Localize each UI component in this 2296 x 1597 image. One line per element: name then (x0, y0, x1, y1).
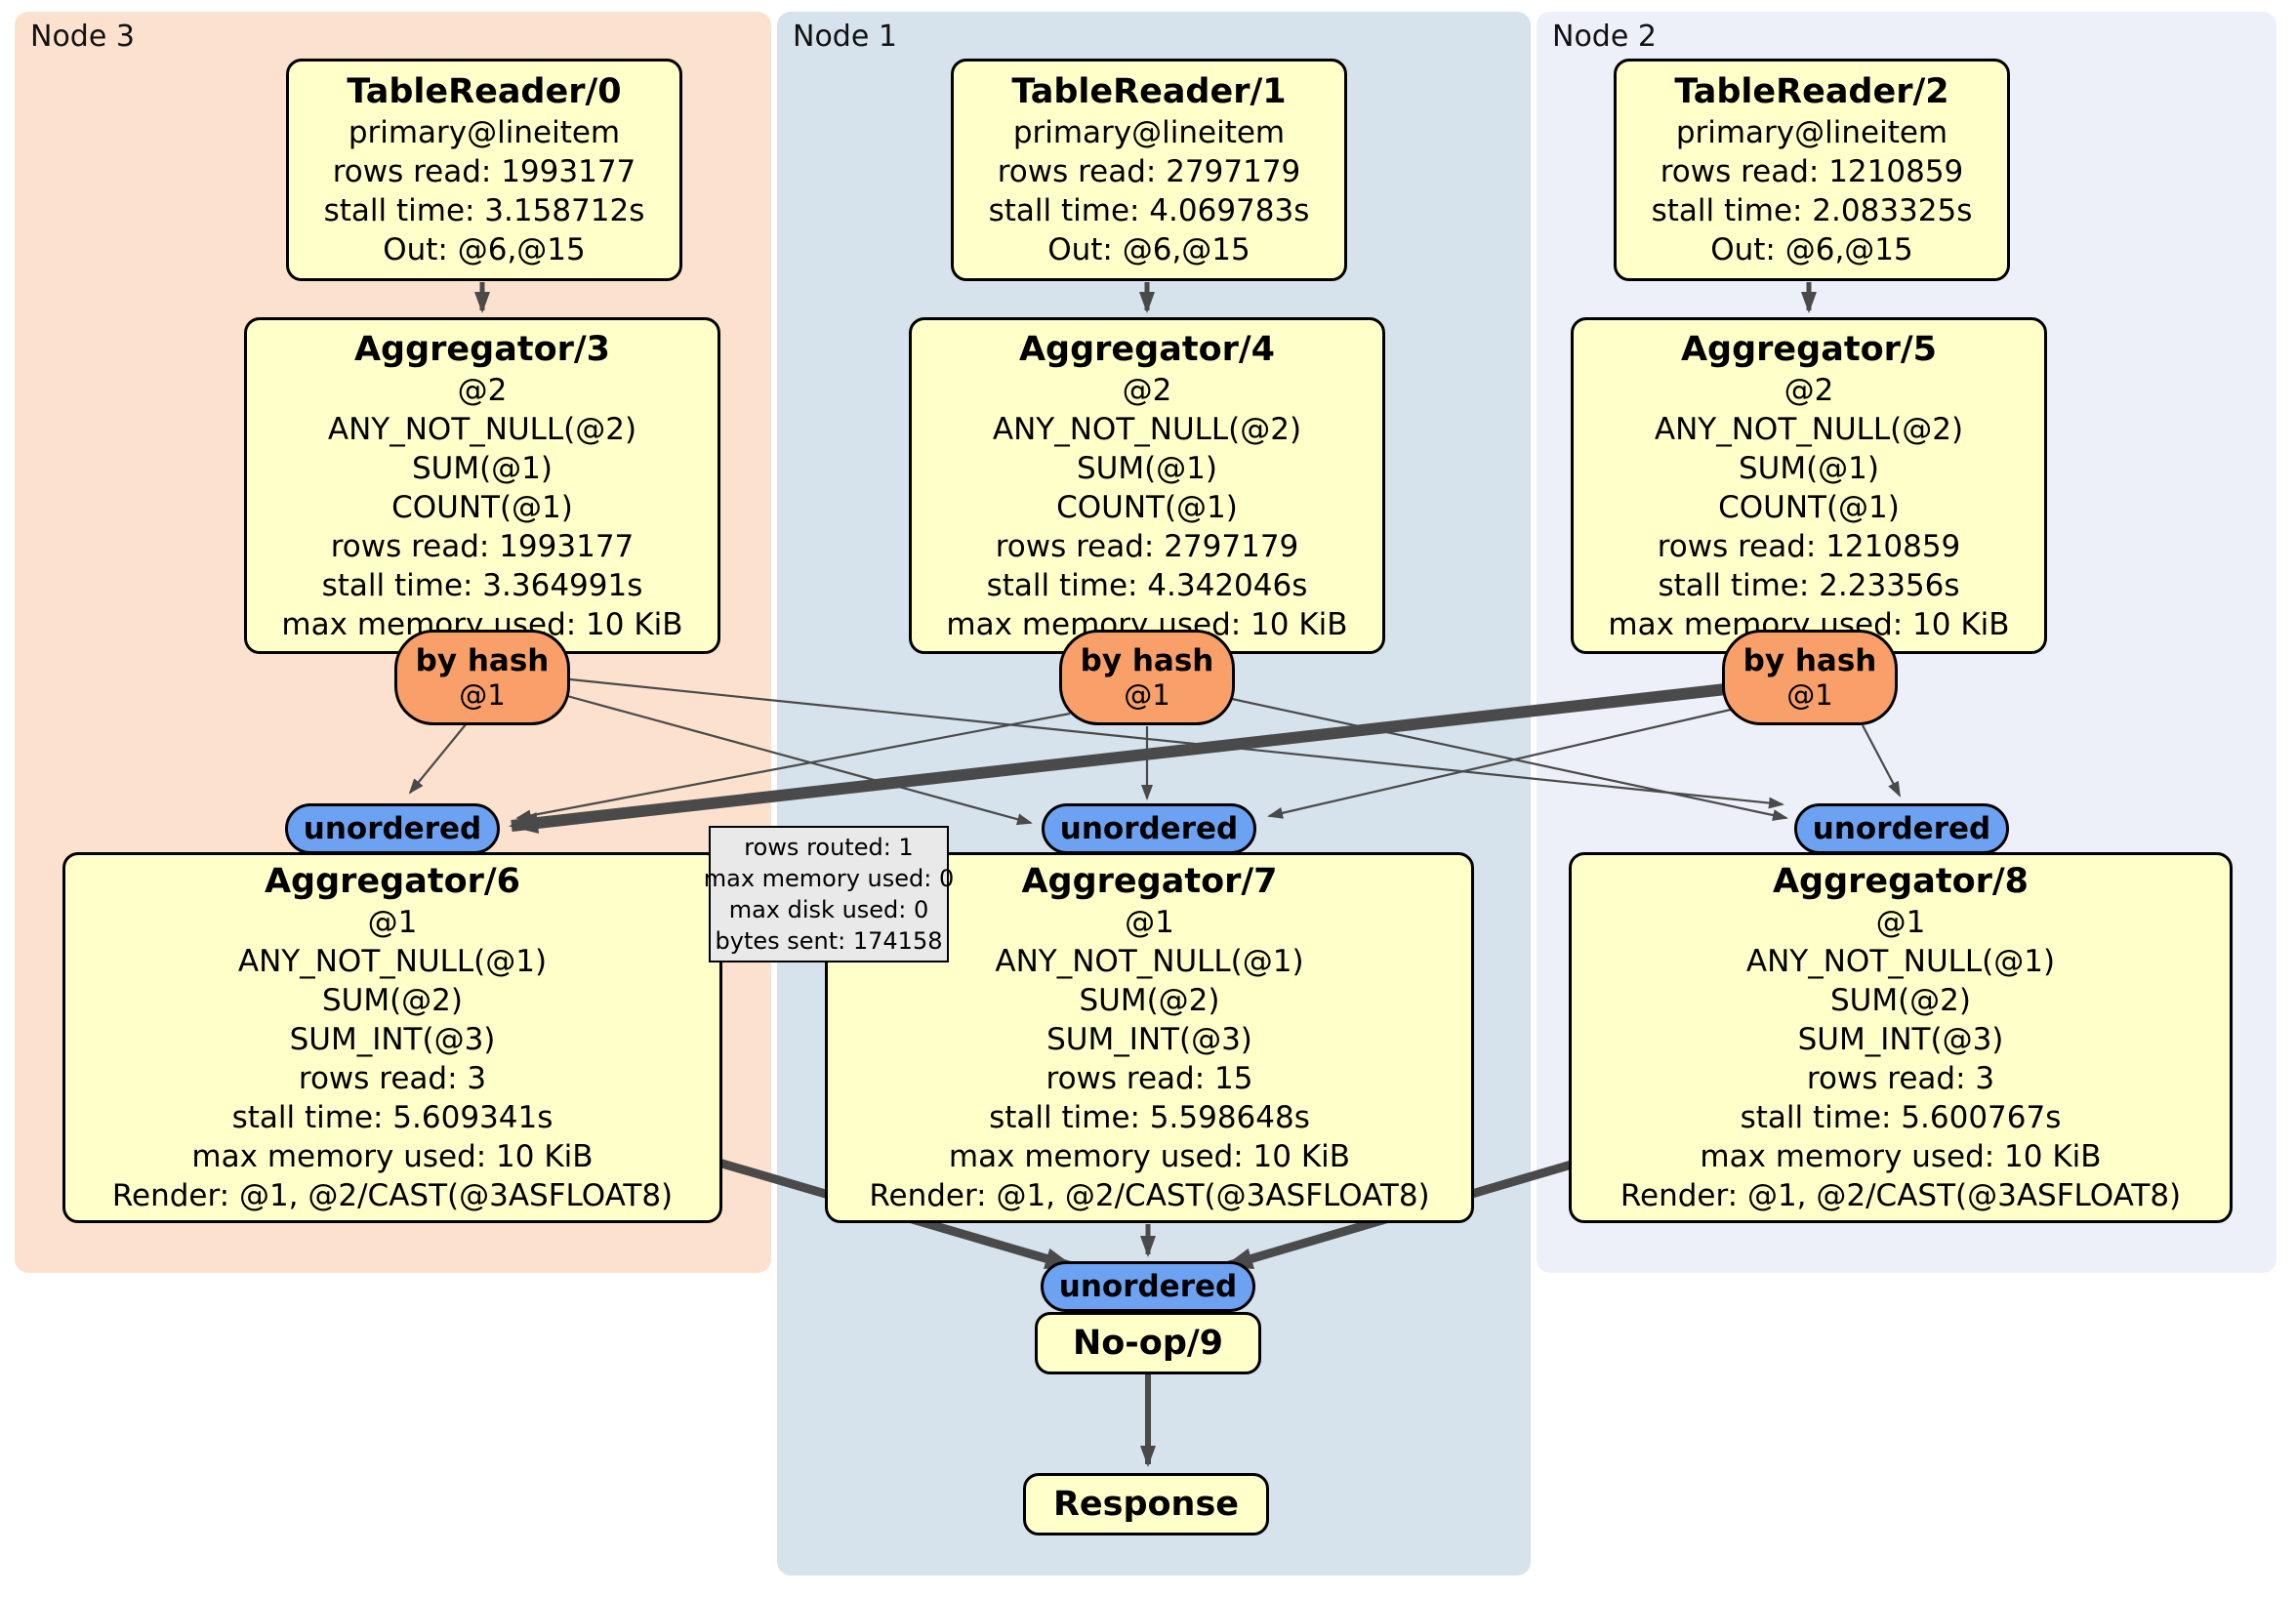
router-key: @1 (459, 678, 506, 712)
node-title: No-op/9 (1072, 1324, 1224, 1363)
node-title: Aggregator/4 (1018, 329, 1276, 369)
node-title: Response (1052, 1485, 1240, 1524)
router-key: @1 (1124, 678, 1170, 712)
router-label: by hash (415, 643, 550, 678)
stream-unordered-6: unordered (285, 803, 500, 854)
stream-label: unordered (1058, 1269, 1238, 1304)
node-title: Aggregator/6 (264, 862, 521, 901)
panel-label: Node 2 (1552, 20, 1657, 54)
stream-label: unordered (1812, 811, 1991, 846)
panel-label: Node 1 (793, 20, 897, 54)
stream-label: unordered (1059, 811, 1239, 846)
node-box-noop-9: No-op/9 (1035, 1312, 1261, 1374)
node-box-response: Response (1023, 1473, 1269, 1536)
router-label: by hash (1080, 643, 1214, 678)
node-title: Aggregator/3 (353, 329, 611, 369)
router-by-hash-4: by hash @1 (1059, 630, 1235, 725)
stream-unordered-8: unordered (1794, 803, 2009, 854)
stream-label: unordered (303, 811, 482, 846)
stream-unordered-9: unordered (1041, 1261, 1255, 1312)
router-key: @1 (1786, 678, 1833, 712)
stream-unordered-7: unordered (1042, 803, 1256, 854)
router-by-hash-3: by hash @1 (394, 630, 570, 725)
node-title: TableReader/2 (1674, 72, 1949, 111)
node-title: Aggregator/5 (1680, 329, 1938, 369)
node-title: Aggregator/8 (1772, 862, 2030, 901)
router-label: by hash (1742, 643, 1877, 678)
panel-label: Node 3 (30, 20, 135, 54)
node-title: TableReader/1 (1011, 72, 1287, 111)
node-title: Aggregator/7 (1021, 862, 1278, 901)
node-title: TableReader/0 (347, 72, 622, 111)
router-by-hash-5: by hash @1 (1722, 630, 1898, 725)
